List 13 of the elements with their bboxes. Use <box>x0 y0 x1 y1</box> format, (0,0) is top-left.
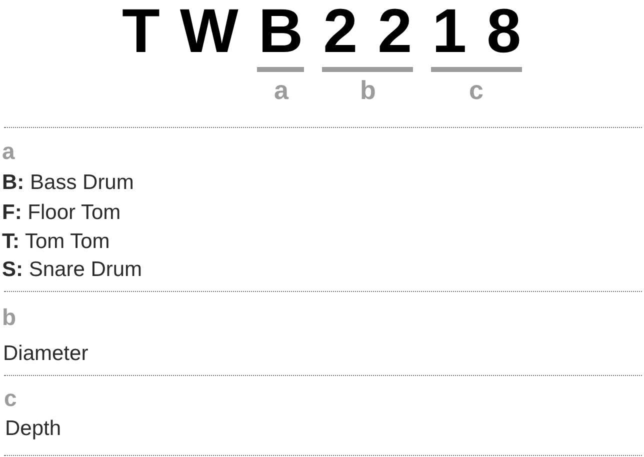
model-code: TWB2218 <box>122 1 542 63</box>
code-definition: B: Bass Drum <box>2 172 134 193</box>
code-definition: S: Snare Drum <box>2 259 142 280</box>
section-letter: c <box>4 387 17 410</box>
segment-letter: b <box>360 77 376 103</box>
code-definition: T: Tom Tom <box>2 231 110 252</box>
section-letter: a <box>2 140 15 163</box>
section-letter: b <box>2 306 16 329</box>
segment-letter: a <box>274 77 288 103</box>
section-description: Diameter <box>3 343 88 364</box>
segment-letter: c <box>469 77 484 103</box>
code-definition: F: Floor Tom <box>2 202 121 223</box>
section-description: Depth <box>5 418 62 439</box>
